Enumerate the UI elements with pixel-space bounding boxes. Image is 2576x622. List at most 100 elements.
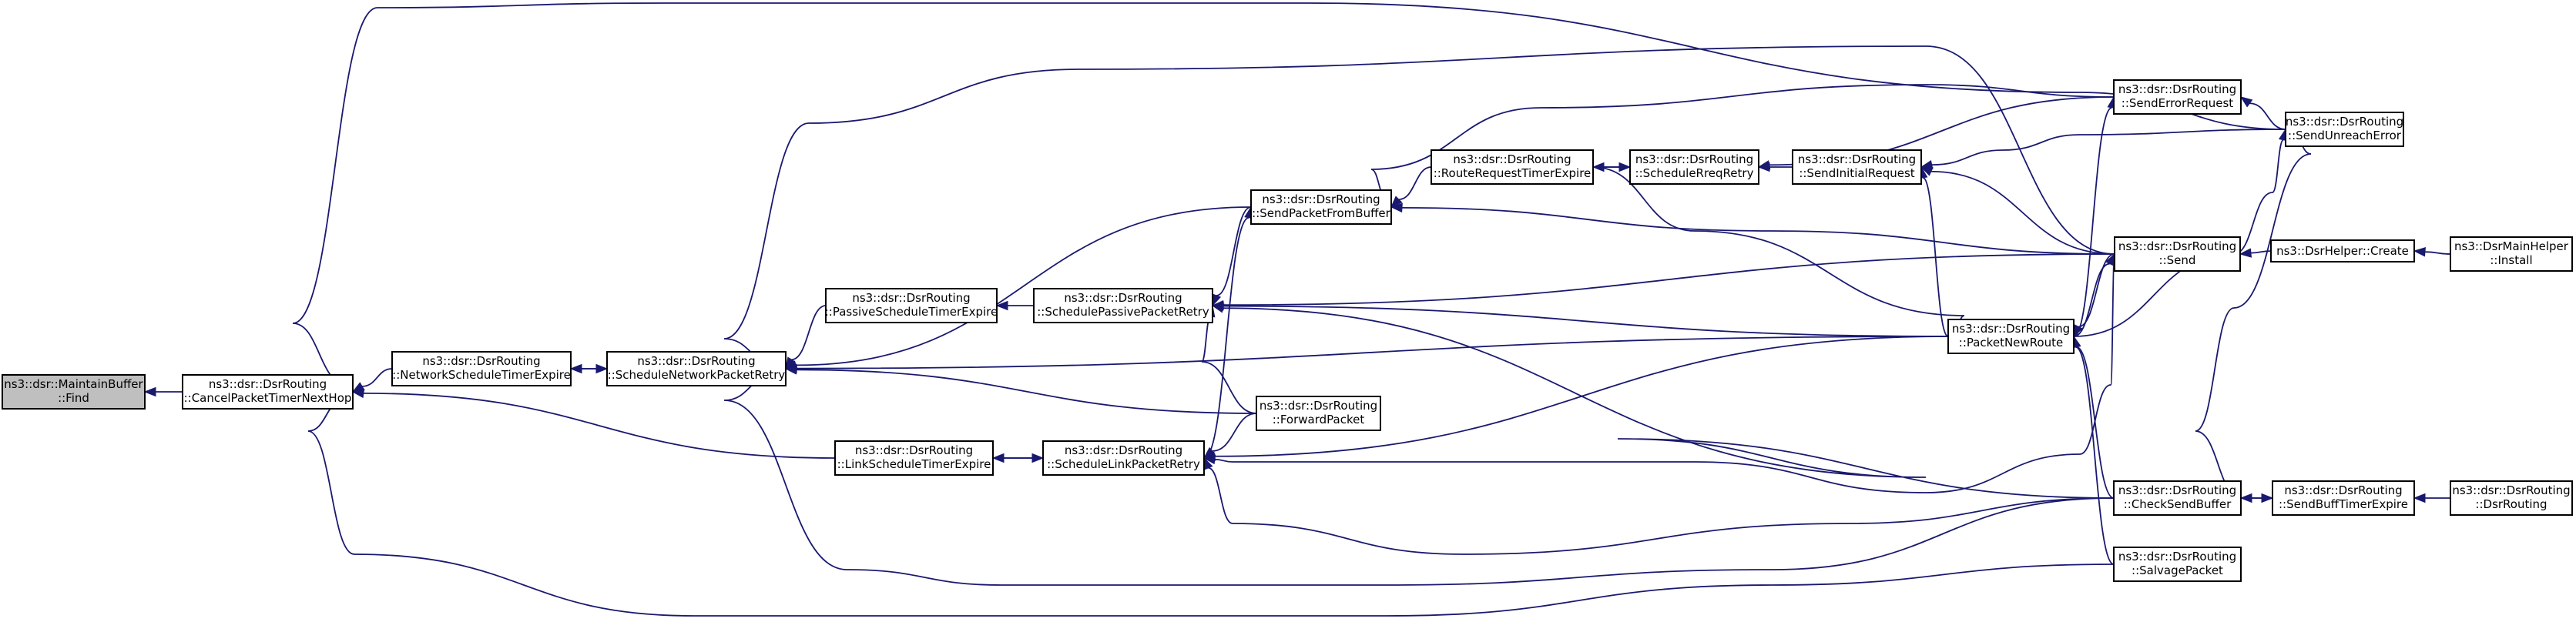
- arrowhead-icon: [995, 300, 1008, 311]
- edge-line: [1223, 305, 1949, 337]
- node-label-line2: ::LinkScheduleTimerExpire: [837, 457, 991, 471]
- node-buffexp[interactable]: ns3::dsr::DsrRouting::SendBuffTimerExpir…: [2272, 480, 2415, 516]
- edge-install-to-helpercreate: [2413, 247, 2451, 257]
- edge-line: [1931, 129, 2286, 166]
- node-box: [2270, 239, 2415, 263]
- node-box: [2113, 79, 2242, 115]
- node-passexp[interactable]: ns3::dsr::DsrRouting::PassiveScheduleTim…: [825, 288, 998, 323]
- arrowhead-icon: [1390, 202, 1403, 213]
- arrowhead-icon: [1757, 160, 1771, 170]
- edge-line: [2076, 346, 2115, 499]
- edge-line: [2249, 102, 2286, 130]
- edge-senderr-to-sendbuf: [1370, 84, 2115, 209]
- edge-send-to-schedlink: [1202, 253, 2115, 493]
- edge-checkbuf-to-schedlink: [1203, 456, 2115, 555]
- edge-line: [1223, 253, 2115, 306]
- node-label-line1: ns3::dsr::DsrRouting: [852, 291, 970, 305]
- edge-netexp-to-cancel: [351, 368, 393, 393]
- node-find[interactable]: ns3::dsr::MaintainBuffer::Find: [2, 374, 146, 410]
- edge-linkexp-to-cancel: [351, 388, 836, 459]
- edge-send-to-sendinit: [1920, 166, 2115, 255]
- edge-send-to-newroute: [2073, 253, 2115, 338]
- node-rreqexp[interactable]: ns3::dsr::DsrRouting::RouteRequestTimerE…: [1431, 149, 1594, 185]
- node-linkexp[interactable]: ns3::dsr::DsrRouting::LinkScheduleTimerE…: [834, 440, 994, 476]
- node-sendbuf[interactable]: ns3::dsr::DsrRouting::SendPacketFromBuff…: [1250, 189, 1392, 225]
- node-send[interactable]: ns3::dsr::DsrRouting::Send: [2114, 236, 2241, 272]
- edge-line: [2075, 346, 2115, 565]
- node-schedrreq[interactable]: ns3::dsr::DsrRouting::ScheduleRreqRetry: [1629, 149, 1759, 185]
- arrowhead-icon: [595, 363, 609, 374]
- edge-line: [1370, 84, 2115, 199]
- node-label-line2: ::SchedulePassivePacketRetry: [1037, 305, 1209, 319]
- node-label-line1: ns3::dsr::DsrRouting: [2452, 483, 2570, 497]
- node-box: [1947, 319, 2075, 354]
- edge-line: [796, 206, 1252, 366]
- node-unreach[interactable]: ns3::dsr::DsrRouting::SendUnreachError: [2285, 112, 2404, 147]
- edge-schedpass-to-passexp: [995, 300, 1034, 311]
- arrowhead-icon: [143, 386, 156, 397]
- node-label-line1: ns3::dsr::DsrRouting: [1065, 443, 1182, 457]
- arrowhead-icon: [784, 365, 798, 375]
- node-label-line2: ::PacketNewRoute: [1959, 336, 2063, 349]
- node-box: [2285, 112, 2404, 147]
- edge-schedlink-to-sendbuf: [1203, 206, 1254, 459]
- arrowhead-icon: [1390, 196, 1403, 208]
- node-ctor[interactable]: ns3::dsr::DsrRouting::DsrRouting: [2450, 480, 2573, 516]
- edge-line: [1223, 307, 2115, 499]
- edge-line: [1930, 170, 2115, 255]
- node-layer: ns3::dsr::MaintainBuffer::Findns3::dsr::…: [2, 79, 2573, 582]
- node-sendinit[interactable]: ns3::dsr::DsrRouting::SendInitialRequest: [1792, 149, 1922, 185]
- node-schednet[interactable]: ns3::dsr::DsrRouting::ScheduleNetworkPac…: [606, 351, 787, 386]
- edge-line: [791, 305, 827, 361]
- node-label-line2: ::PassiveScheduleTimerExpire: [825, 305, 998, 319]
- node-box: [1033, 288, 1213, 323]
- node-box: [1042, 440, 1205, 476]
- edge-ctor-to-buffexp: [2413, 493, 2450, 503]
- node-box: [2450, 236, 2573, 272]
- node-netexp[interactable]: ns3::dsr::DsrRouting::NetworkScheduleTim…: [391, 351, 572, 386]
- edge-line: [1201, 315, 1257, 414]
- edge-checkbuf-to-unreach: [2195, 129, 2312, 499]
- edge-forward-to-schednet: [784, 365, 1257, 414]
- node-box: [2272, 480, 2415, 516]
- node-label-line2: ::SendErrorRequest: [2122, 96, 2233, 110]
- node-salvage[interactable]: ns3::dsr::DsrRouting::SalvagePacket: [2113, 547, 2242, 582]
- edge-newroute-to-unreach: [2073, 128, 2289, 337]
- edge-send-to-sendbuf: [1390, 202, 2115, 255]
- node-box: [2, 374, 146, 410]
- node-label-line1: ns3::dsr::DsrRouting: [1952, 322, 2070, 336]
- node-label-line2: ::ScheduleNetworkPacketRetry: [608, 368, 786, 382]
- edge-line: [307, 398, 2115, 617]
- node-cancel[interactable]: ns3::dsr::DsrRouting::CancelPacketTimerN…: [182, 374, 354, 410]
- arrowhead-icon: [1920, 159, 1934, 170]
- node-label-line1: ns3::DsrMainHelper: [2454, 239, 2569, 253]
- node-schedpass[interactable]: ns3::dsr::DsrRouting::SchedulePassivePac…: [1033, 288, 1213, 323]
- node-label-line1: ns3::dsr::MaintainBuffer: [4, 377, 143, 391]
- node-label-line2: ::DsrRouting: [2475, 497, 2547, 511]
- node-label-line1: ns3::dsr::DsrRouting: [2118, 239, 2236, 253]
- node-install[interactable]: ns3::DsrMainHelper::Install: [2450, 236, 2573, 272]
- node-label-line2: ::ForwardPacket: [1273, 413, 1365, 426]
- edge-line: [1401, 206, 2115, 255]
- edge-line: [1922, 176, 1949, 337]
- node-checkbuf[interactable]: ns3::dsr::DsrRouting::CheckSendBuffer: [2113, 480, 2242, 516]
- node-newroute[interactable]: ns3::dsr::DsrRouting::PacketNewRoute: [1947, 319, 2075, 354]
- node-box: [1792, 149, 1922, 185]
- node-label-line2: ::ScheduleRreqRetry: [1635, 166, 1754, 180]
- node-label-line2: ::Install: [2490, 253, 2532, 267]
- node-box: [2113, 547, 2242, 582]
- node-helpercreate[interactable]: ns3::DsrHelper::Create: [2270, 239, 2415, 263]
- node-label-line1: ns3::dsr::DsrRouting: [2284, 483, 2402, 497]
- arrowhead-icon: [2261, 493, 2274, 503]
- node-forward[interactable]: ns3::dsr::DsrRouting::ForwardPacket: [1256, 396, 1381, 431]
- edge-line: [1203, 216, 1249, 459]
- node-label-line2: ::Send: [2159, 253, 2196, 267]
- edge-rreqexp-to-newroute: [1592, 166, 1965, 338]
- node-senderr[interactable]: ns3::dsr::DsrRouting::SendErrorRequest: [2113, 79, 2242, 115]
- edge-newroute-to-senderr: [2073, 95, 2117, 337]
- node-box: [606, 351, 787, 386]
- node-schedlink[interactable]: ns3::dsr::DsrRouting::ScheduleLinkPacket…: [1042, 440, 1205, 476]
- edge-line: [2073, 263, 2111, 337]
- edge-newroute-to-schedpass: [1211, 301, 1949, 337]
